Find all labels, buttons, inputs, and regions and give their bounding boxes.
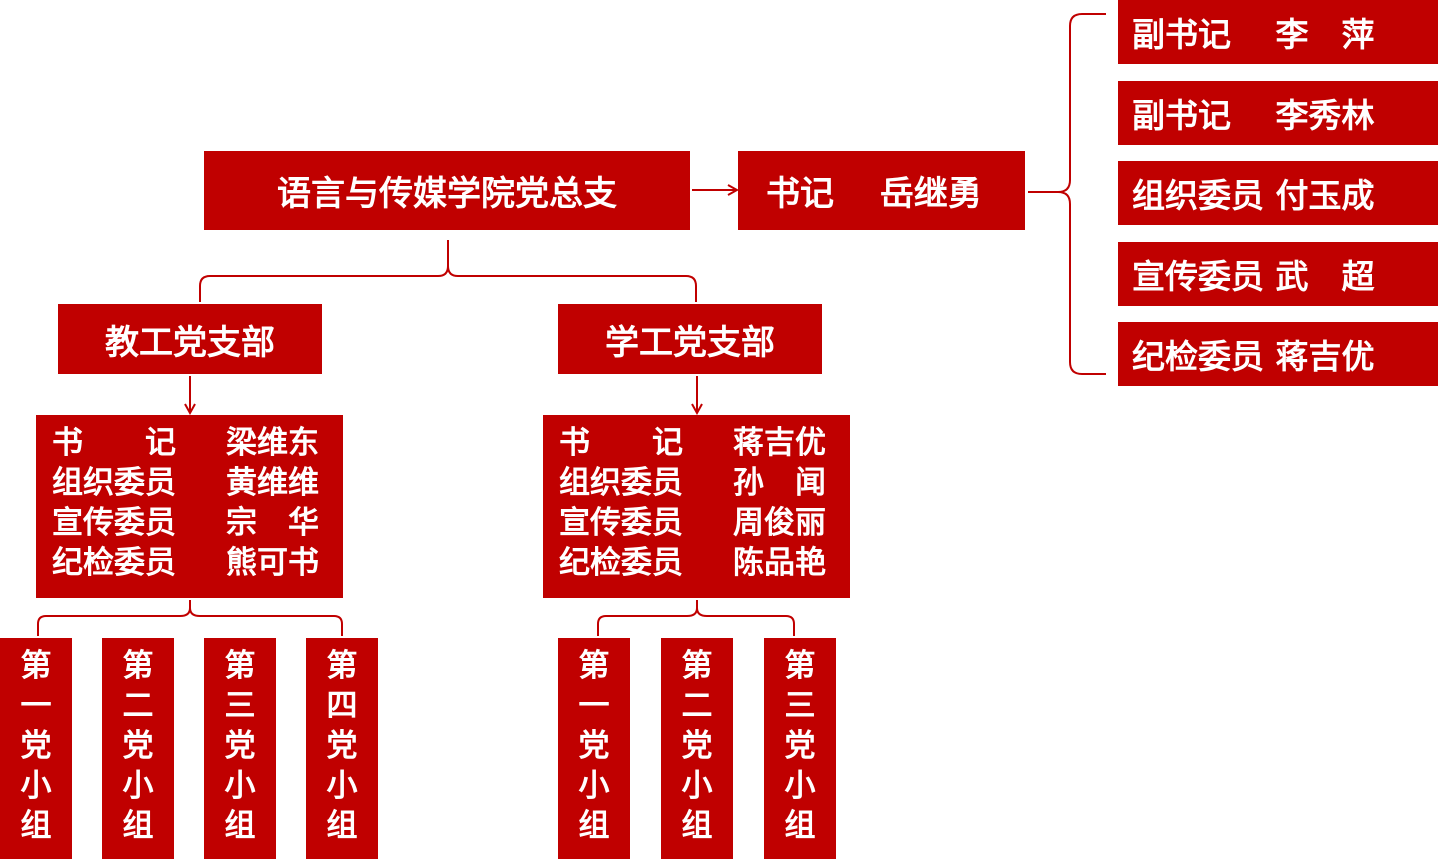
committee-row: 组织委员 孙 闻: [559, 463, 834, 503]
group-char: 第: [578, 648, 610, 684]
committee-row: 组织委员 黄维维: [52, 463, 327, 503]
role-label: 组织委员 付玉成: [1132, 176, 1375, 215]
committee-name: 周俊丽: [733, 505, 826, 541]
brace-secretary-roles: [1028, 13, 1106, 375]
role-box-organization: 组织委员 付玉成: [1118, 161, 1438, 225]
group-char: 小: [578, 768, 610, 804]
committee-row: 书 记 蒋吉优: [559, 423, 834, 463]
group-char: 组: [578, 808, 610, 844]
group-char: 小: [122, 768, 154, 804]
group-char: 党: [681, 728, 713, 764]
group-char: 三: [224, 688, 256, 724]
group-char: 第: [784, 648, 816, 684]
party-group-teacher-3: 第 三 党 小 组: [204, 638, 276, 859]
brace-root-branches: [199, 240, 697, 302]
role-label: 副书记 李 萍: [1132, 15, 1375, 54]
committee-row: 纪检委员 陈品艳: [559, 543, 834, 583]
committee-row: 书 记 梁维东: [52, 423, 327, 463]
party-group-teacher-2: 第 二 党 小 组: [102, 638, 174, 859]
committee-title: 纪检委员: [52, 545, 176, 581]
branch-label: 教工党支部: [105, 322, 275, 363]
general-secretary: 书记 岳继勇: [738, 151, 1025, 230]
role-label: 纪检委员 蒋吉优: [1132, 337, 1375, 376]
committee-name: 孙 闻: [733, 465, 826, 501]
group-char: 二: [122, 688, 154, 724]
group-char: 党: [20, 728, 52, 764]
party-group-teacher-1: 第 一 党 小 组: [0, 638, 72, 859]
committee-row: 宣传委员 周俊丽: [559, 503, 834, 543]
branch-label: 学工党支部: [605, 322, 775, 363]
group-char: 三: [784, 688, 816, 724]
committee-name: 宗 华: [226, 505, 319, 541]
branch-student: 学工党支部: [558, 304, 822, 374]
party-group-teacher-4: 第 四 党 小 组: [306, 638, 378, 859]
group-char: 小: [326, 768, 358, 804]
committee-title: 宣传委员: [52, 505, 176, 541]
group-char: 第: [681, 648, 713, 684]
committee-title: 组织委员: [52, 465, 176, 501]
group-char: 党: [326, 728, 358, 764]
role-box-deputy-secretary-1: 副书记 李 萍: [1118, 0, 1438, 64]
committee-teacher: 书 记 梁维东 组织委员 黄维维 宣传委员 宗 华 纪检委员 熊可书: [36, 415, 343, 598]
committee-name: 蒋吉优: [733, 425, 826, 461]
role-label: 副书记 李秀林: [1132, 96, 1375, 135]
party-group-student-2: 第 二 党 小 组: [661, 638, 733, 859]
group-char: 小: [224, 768, 256, 804]
committee-row: 宣传委员 宗 华: [52, 503, 327, 543]
party-group-student-3: 第 三 党 小 组: [764, 638, 836, 859]
committee-name: 熊可书: [226, 545, 319, 581]
committee-name: 梁维东: [226, 425, 319, 461]
group-char: 一: [20, 688, 52, 724]
group-char: 组: [20, 808, 52, 844]
committee-name: 陈品艳: [733, 545, 826, 581]
group-char: 党: [122, 728, 154, 764]
committee-student: 书 记 蒋吉优 组织委员 孙 闻 宣传委员 周俊丽 纪检委员 陈品艳: [543, 415, 850, 598]
group-char: 组: [681, 808, 713, 844]
group-char: 一: [578, 688, 610, 724]
group-char: 四: [326, 688, 358, 724]
group-char: 党: [578, 728, 610, 764]
group-char: 第: [224, 648, 256, 684]
committee-title: 书 记: [559, 425, 683, 461]
group-char: 组: [326, 808, 358, 844]
committee-title: 纪检委员: [559, 545, 683, 581]
group-char: 党: [224, 728, 256, 764]
group-char: 组: [784, 808, 816, 844]
group-char: 第: [326, 648, 358, 684]
group-char: 小: [784, 768, 816, 804]
group-char: 第: [20, 648, 52, 684]
root-party-branch: 语言与传媒学院党总支: [204, 151, 690, 230]
committee-title: 书 记: [52, 425, 176, 461]
committee-row: 纪检委员 熊可书: [52, 543, 327, 583]
group-char: 党: [784, 728, 816, 764]
secretary-label: 书记 岳继勇: [766, 174, 982, 214]
root-label: 语言与传媒学院党总支: [277, 174, 617, 214]
group-char: 组: [224, 808, 256, 844]
brace-teacher-groups: [37, 600, 343, 636]
group-char: 小: [681, 768, 713, 804]
role-box-discipline: 纪检委员 蒋吉优: [1118, 322, 1438, 386]
role-label: 宣传委员 武 超: [1132, 257, 1375, 296]
brace-student-groups: [597, 600, 795, 636]
role-box-deputy-secretary-2: 副书记 李秀林: [1118, 81, 1438, 145]
committee-name: 黄维维: [226, 465, 319, 501]
brace-tip: [1057, 191, 1071, 205]
committee-title: 宣传委员: [559, 505, 683, 541]
role-box-publicity: 宣传委员 武 超: [1118, 242, 1438, 306]
branch-teacher: 教工党支部: [58, 304, 322, 374]
group-char: 小: [20, 768, 52, 804]
group-char: 组: [122, 808, 154, 844]
group-char: 二: [681, 688, 713, 724]
group-char: 第: [122, 648, 154, 684]
party-group-student-1: 第 一 党 小 组: [558, 638, 630, 859]
committee-title: 组织委员: [559, 465, 683, 501]
